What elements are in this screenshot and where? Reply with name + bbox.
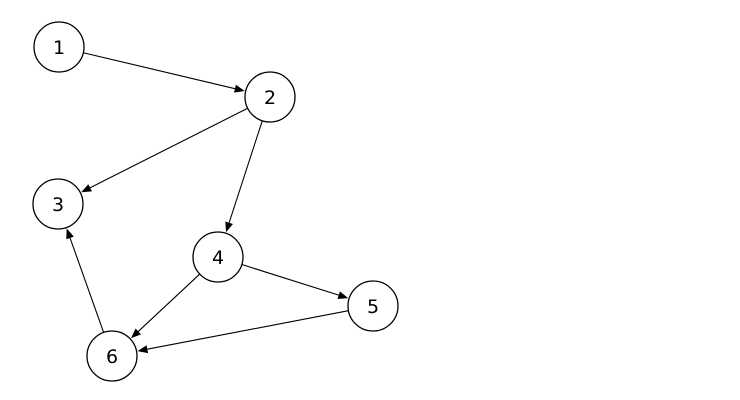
node-1: 1: [33, 21, 85, 73]
edge-5-to-6: [137, 310, 349, 354]
arrowhead-icon: [81, 184, 92, 193]
edge-6-to-3: [66, 228, 105, 333]
node-circle: [347, 280, 399, 332]
node-label: 5: [367, 296, 379, 318]
node-circle: [244, 71, 296, 123]
edge-2-to-4: [225, 120, 263, 233]
edge-line: [147, 310, 349, 350]
edge-line: [228, 120, 263, 223]
edge-1-to-2: [83, 52, 245, 93]
node-label: 3: [52, 194, 64, 216]
edge-line: [89, 107, 248, 189]
node-label: 6: [106, 346, 118, 368]
node-label: 2: [264, 87, 276, 109]
node-circle: [86, 330, 138, 382]
node-2: 2: [244, 71, 296, 123]
node-label: 1: [53, 37, 65, 59]
edges-layer: [66, 52, 349, 354]
nodes-layer: 1 2 3 4 5 6: [32, 21, 399, 382]
edge-line: [83, 52, 236, 90]
edge-line: [137, 273, 201, 332]
edge-4-to-5: [241, 264, 349, 299]
arrowhead-icon: [337, 291, 349, 299]
edge-4-to-6: [131, 273, 201, 339]
arrowhead-icon: [225, 221, 233, 233]
node-4: 4: [192, 231, 244, 283]
node-circle: [33, 21, 85, 73]
node-label: 4: [212, 247, 224, 269]
arrowhead-icon: [131, 328, 142, 339]
arrowhead-icon: [137, 345, 149, 354]
edge-line: [69, 237, 105, 333]
node-5: 5: [347, 280, 399, 332]
edge-line: [241, 264, 339, 296]
arrowhead-icon: [234, 84, 245, 93]
edge-2-to-3: [81, 107, 248, 193]
node-circle: [32, 178, 84, 230]
node-3: 3: [32, 178, 84, 230]
arrowhead-icon: [66, 228, 74, 240]
node-6: 6: [86, 330, 138, 382]
node-circle: [192, 231, 244, 283]
